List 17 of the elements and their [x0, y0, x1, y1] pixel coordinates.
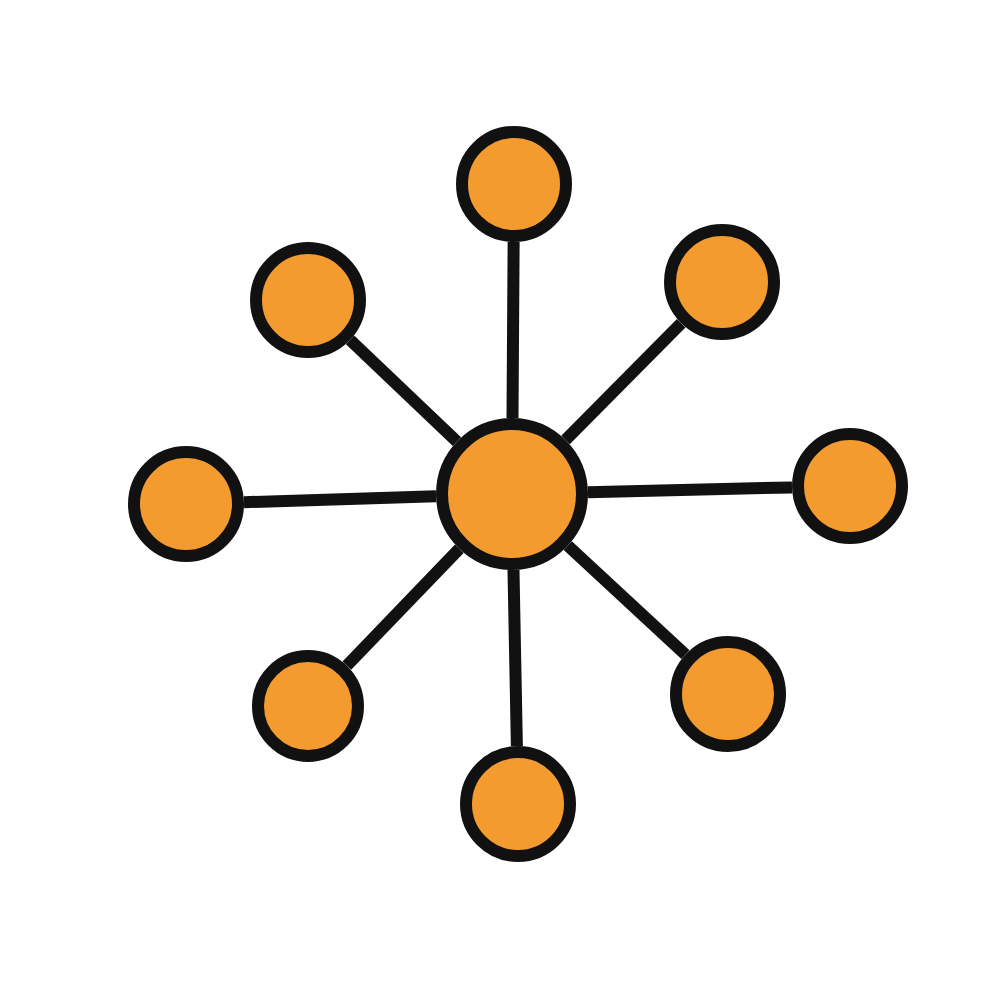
- node-circle: [456, 126, 572, 242]
- node-circle: [250, 242, 366, 358]
- connector-line: [342, 544, 464, 670]
- connector-line: [345, 335, 462, 446]
- node-circle: [252, 650, 364, 762]
- connector-line: [563, 541, 690, 659]
- node-circle: [664, 224, 780, 340]
- node-circle: [460, 746, 576, 862]
- connector-line: [587, 481, 793, 499]
- hub-circle: [436, 418, 588, 570]
- node-circle: [670, 636, 786, 752]
- node-circle: [128, 446, 244, 562]
- connector-line: [561, 318, 686, 445]
- connector-line: [243, 490, 437, 509]
- node-circle: [792, 428, 908, 544]
- connector-line: [506, 241, 520, 419]
- connector-line: [507, 569, 523, 747]
